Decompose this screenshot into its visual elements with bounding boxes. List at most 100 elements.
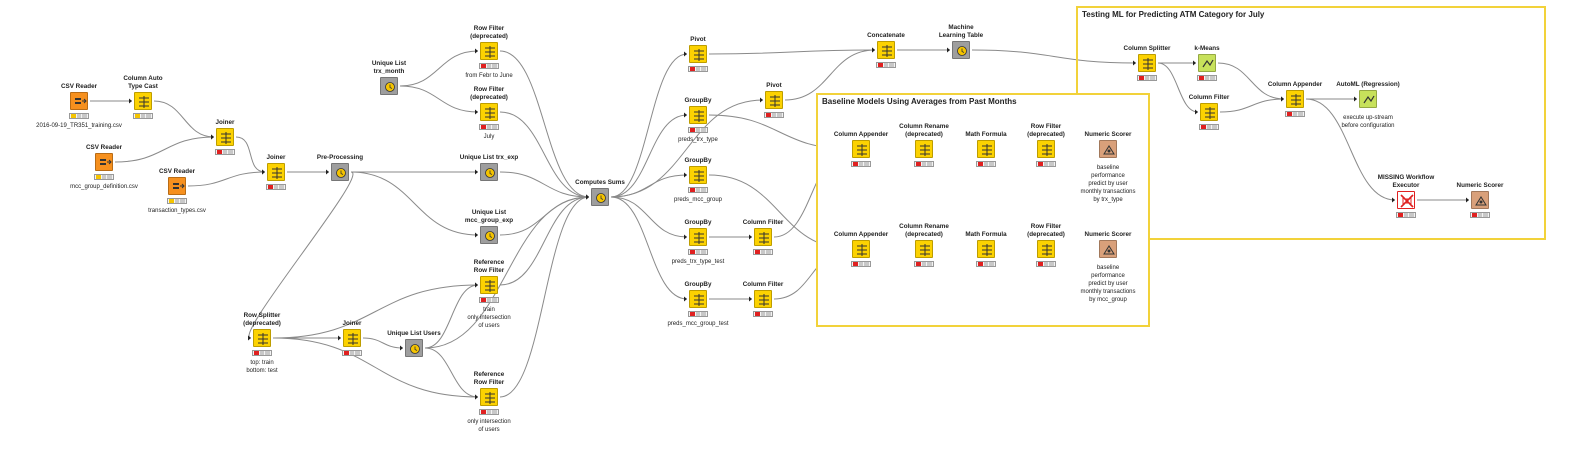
yellow-node-icon[interactable] <box>1037 240 1055 258</box>
node-joiner[interactable]: Joiner <box>221 154 331 193</box>
connection-sums-gb4[interactable] <box>610 196 688 300</box>
connection-pivot1-concat[interactable] <box>708 49 876 55</box>
gray-node-icon[interactable] <box>952 41 970 59</box>
yellow-node-icon[interactable] <box>977 140 995 158</box>
node-column-filter[interactable]: Column Filter <box>1154 94 1264 133</box>
connection-ca3-missing[interactable] <box>1305 98 1396 201</box>
missing-node-icon[interactable] <box>1397 191 1415 209</box>
connection-ulmonth-rf1[interactable] <box>399 50 479 87</box>
node-column-rename-deprecated[interactable]: Column Rename(deprecated) <box>869 123 979 170</box>
yellow-node-icon[interactable] <box>852 240 870 258</box>
yellow-node-icon[interactable] <box>480 103 498 121</box>
connection-sums-gb3[interactable] <box>610 196 688 238</box>
yellow-node-icon[interactable] <box>480 276 498 294</box>
connection-kmeans-ca3[interactable] <box>1217 62 1285 100</box>
node-computes-sums[interactable]: Computes Sums <box>545 179 655 218</box>
yellow-node-icon[interactable] <box>267 163 285 181</box>
gray-node-icon[interactable] <box>480 226 498 244</box>
gray-node-icon[interactable] <box>331 163 349 181</box>
node-column-rename-deprecated[interactable]: Column Rename(deprecated) <box>869 223 979 270</box>
connection-sums-pivot2[interactable] <box>610 99 764 198</box>
node-row-filter-deprecated[interactable]: Row Filter(deprecated)July <box>434 86 544 141</box>
orange-node-icon[interactable] <box>168 177 186 195</box>
connection-ulusers-ref2[interactable] <box>424 347 479 398</box>
connection-prep-ulmcc[interactable] <box>350 171 479 236</box>
node-column-appender[interactable]: Column Appender <box>806 131 916 170</box>
yellow-node-icon[interactable] <box>915 140 933 158</box>
yellow-node-icon[interactable] <box>877 41 895 59</box>
node-joiner[interactable]: Joiner <box>170 119 280 158</box>
yellow-node-icon[interactable] <box>343 329 361 347</box>
node-pivot[interactable]: Pivot <box>719 82 829 121</box>
connection-rf2-sums[interactable] <box>499 111 590 198</box>
node-pivot[interactable]: Pivot <box>643 36 753 75</box>
yellow-node-icon[interactable] <box>852 140 870 158</box>
connection-sums-pivot1[interactable] <box>610 53 688 198</box>
orange-node-icon[interactable] <box>95 153 113 171</box>
connection-cf3-ca3[interactable] <box>1219 98 1285 113</box>
connection-joiner3-ulusers[interactable] <box>362 337 404 349</box>
yellow-node-icon[interactable] <box>915 240 933 258</box>
node-row-filter-deprecated[interactable]: Row Filter(deprecated) <box>991 223 1101 270</box>
tan-node-icon[interactable] <box>1099 240 1117 258</box>
tan-node-icon[interactable] <box>1471 191 1489 209</box>
node-unique-list-trx-exp[interactable]: Unique List trx_exp <box>434 154 544 193</box>
node-concatenate[interactable]: Concatenate <box>831 32 941 71</box>
connection-rf1-sums[interactable] <box>499 50 590 198</box>
yellow-node-icon[interactable] <box>1037 140 1055 158</box>
orange-node-icon[interactable] <box>70 92 88 110</box>
yellow-node-icon[interactable] <box>977 240 995 258</box>
node-pre-processing[interactable]: Pre-Processing <box>285 154 395 193</box>
yellow-node-icon[interactable] <box>689 228 707 246</box>
node-column-filter[interactable]: Column Filter <box>708 219 818 258</box>
node-k-means[interactable]: k-Means <box>1152 45 1262 84</box>
yellow-node-icon[interactable] <box>754 228 772 246</box>
connection-ulusers-sums[interactable] <box>424 196 590 349</box>
connection-prep-rowsplit[interactable] <box>248 171 354 339</box>
connection-colsplit-cf3[interactable] <box>1157 62 1199 113</box>
yellow-node-icon[interactable] <box>1286 90 1304 108</box>
connection-csv3-joiner2[interactable] <box>187 171 266 187</box>
green-node-icon[interactable] <box>1198 54 1216 72</box>
yellow-node-icon[interactable] <box>689 106 707 124</box>
node-unique-list-users[interactable]: Unique List Users <box>359 330 469 369</box>
connection-sums-gb1[interactable] <box>610 114 688 198</box>
connection-ultype-sums[interactable] <box>499 171 590 198</box>
node-joiner[interactable]: Joiner <box>297 320 407 359</box>
tan-node-icon[interactable] <box>1099 140 1117 158</box>
connection-csv2-joiner1[interactable] <box>114 136 215 163</box>
node-column-appender[interactable]: Column Appender <box>1240 81 1350 120</box>
connection-autotype-joiner1[interactable] <box>153 100 215 138</box>
yellow-node-icon[interactable] <box>689 166 707 184</box>
annotation-baseline-models[interactable]: Baseline Models Using Averages from Past… <box>816 93 1150 327</box>
gray-node-icon[interactable] <box>591 188 609 206</box>
yellow-node-icon[interactable] <box>1138 54 1156 72</box>
yellow-node-icon[interactable] <box>765 91 783 109</box>
node-row-filter-deprecated[interactable]: Row Filter(deprecated) <box>991 123 1101 170</box>
node-column-splitter[interactable]: Column Splitter <box>1092 45 1202 84</box>
yellow-node-icon[interactable] <box>216 128 234 146</box>
node-math-formula[interactable]: Math Formula <box>931 231 1041 270</box>
yellow-node-icon[interactable] <box>480 42 498 60</box>
yellow-node-icon[interactable] <box>480 388 498 406</box>
gray-node-icon[interactable] <box>380 77 398 95</box>
yellow-node-icon[interactable] <box>134 92 152 110</box>
connection-rowsplit-ref2[interactable] <box>272 337 479 398</box>
node-math-formula[interactable]: Math Formula <box>931 131 1041 170</box>
node-numeric-scorer[interactable]: Numeric Scorer <box>1425 182 1535 221</box>
